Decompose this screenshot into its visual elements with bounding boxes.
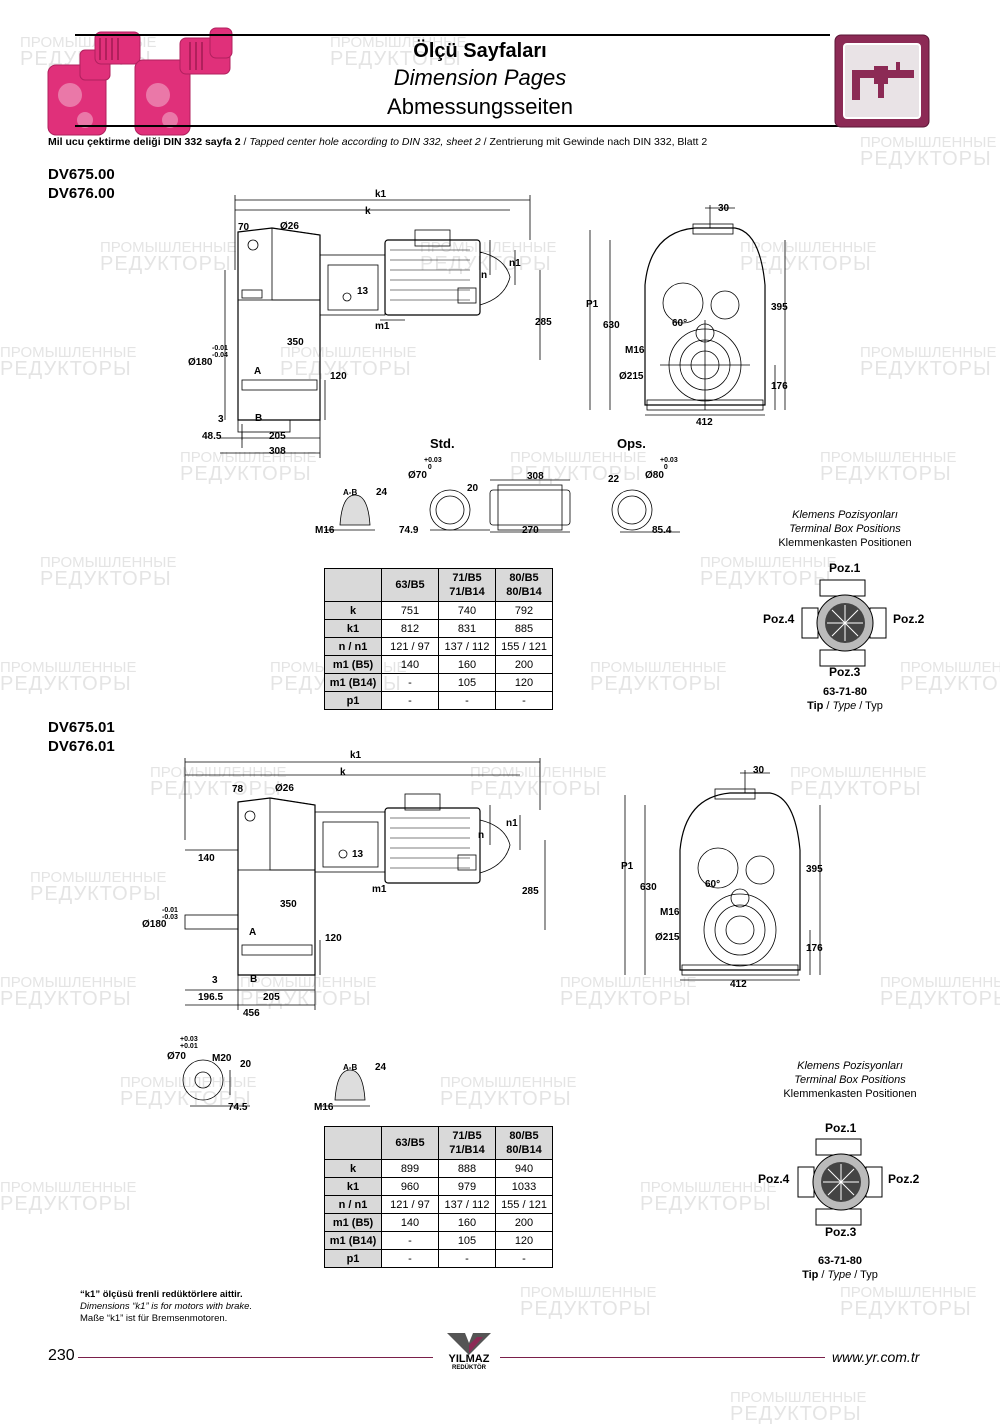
- yilmaz-logo-icon: [447, 1333, 491, 1355]
- footer-rule-right: [500, 1357, 825, 1358]
- poz4-label: Poz.4: [763, 612, 795, 626]
- caliper-icon: [834, 34, 930, 128]
- brand-logo-text: YILMAZ REDÜKTÖR: [448, 1353, 490, 1372]
- title-en: Dimension Pages: [393, 65, 567, 90]
- table-header: 63/B5: [381, 1126, 439, 1160]
- table-row: p1 ---: [324, 1249, 553, 1268]
- header-bottom-rule: [75, 125, 920, 127]
- page-number: 230: [48, 1347, 75, 1364]
- motor-fan-icon: [801, 579, 887, 667]
- section2-model-labels: DV675.01 DV676.01: [48, 718, 115, 756]
- footer-rule-left: [78, 1357, 433, 1358]
- poz2-label: Poz.2: [893, 612, 925, 626]
- ops-label: Ops.: [617, 436, 646, 451]
- model-label: DV675.01: [48, 719, 115, 736]
- terminal-box-caption-2: Klemens Pozisyonları Terminal Box Positi…: [783, 1060, 917, 1100]
- table-header: 71/B5 71/B14: [438, 568, 496, 602]
- model-label: DV676.01: [48, 738, 115, 755]
- table-header: 71/B5 71/B14: [438, 1126, 496, 1160]
- title-tr: Ölçü Sayfaları: [413, 40, 547, 62]
- table-row: p1 ---: [324, 691, 553, 710]
- motor-type-caption-1: 63-71-80 Tip / Type / Typ: [807, 686, 883, 712]
- poz1-label: Poz.1: [829, 561, 861, 575]
- poz1-label: Poz.1: [825, 1121, 857, 1135]
- terminal-box-caption-1: Klemens Pozisyonları Terminal Box Positi…: [778, 509, 912, 549]
- poz3-label: Poz.3: [825, 1225, 857, 1239]
- brake-footnote: “k1” ölçüsü frenli redüktörlere aittir. …: [80, 1289, 253, 1324]
- title-de: Abmessungsseiten: [387, 94, 573, 119]
- table-header: 80/B5 80/B14: [495, 1126, 553, 1160]
- table-header: 80/B5 80/B14: [495, 568, 553, 602]
- website-url[interactable]: www.yr.com.tr: [832, 1349, 920, 1365]
- din-note: Mil ucu çektirme deliği DIN 332 sayfa 2 …: [48, 136, 708, 148]
- model-label: DV676.00: [48, 185, 115, 202]
- motor-type-caption-2: 63-71-80 Tip / Type / Typ: [802, 1255, 878, 1281]
- poz2-label: Poz.2: [888, 1172, 920, 1186]
- side-view-drawing: [220, 195, 541, 458]
- header-top-rule: [75, 34, 830, 36]
- table-header: 63/B5: [381, 568, 439, 602]
- poz3-label: Poz.3: [829, 665, 861, 679]
- shaft-details-drawing: [325, 479, 680, 533]
- front-view-drawing: [589, 205, 786, 416]
- std-label: Std.: [430, 436, 455, 451]
- side-view-drawing-2: [184, 758, 546, 1010]
- shaft-details-drawing-2: [182, 1059, 370, 1107]
- model-label: DV675.00: [48, 166, 115, 183]
- front-view-drawing-2: [624, 770, 821, 981]
- section1-model-labels: DV675.00 DV676.00: [48, 165, 115, 203]
- poz4-label: Poz.4: [758, 1172, 790, 1186]
- gear-motor-product-image: [47, 27, 233, 136]
- motor-fan-icon: [797, 1138, 883, 1226]
